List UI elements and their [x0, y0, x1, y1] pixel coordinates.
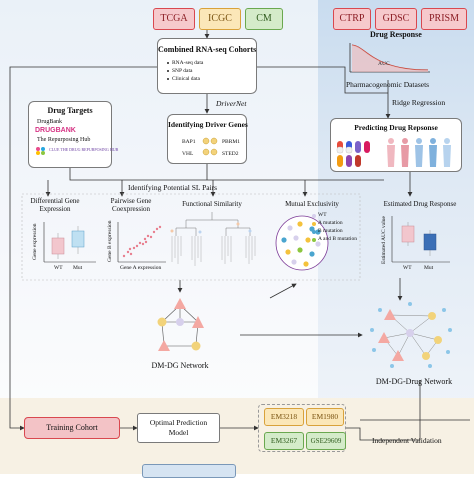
dge-mut-label: Mut: [73, 265, 83, 271]
em3267-tag: EM3267: [264, 432, 304, 450]
clue-logo-icon: [35, 146, 47, 156]
gene-pbrm1: PBRM1: [222, 139, 241, 145]
predicting-title: Predicting Drug Repsonse: [354, 123, 438, 132]
drugbank-text: DrugBank: [37, 119, 62, 125]
gdsc-tag: GDSC: [375, 8, 417, 30]
predicting-box: Predicting Drug Repsonse: [330, 118, 462, 172]
em3218-tag: EM3218: [264, 408, 304, 426]
estimated-wt-label: WT: [403, 265, 412, 271]
sl-pairs-label: Identifying Potential SL Pairs: [128, 183, 218, 192]
gene-sted2: STED2: [222, 151, 239, 157]
ctrp-tag: CTRP: [333, 8, 371, 30]
functional-similarity-title: Functional Similarity: [182, 200, 242, 208]
dm-dg-drug-network-label: DM-DG-Drug Network: [375, 377, 453, 386]
clue-text: CLUE THE DRUG REPURPOSING HUB: [49, 147, 119, 152]
cut-off-box: [142, 464, 236, 478]
optimal-model-line2: Model: [168, 428, 189, 437]
combined-title: Combined RNA-seq Cohorts: [158, 45, 257, 54]
estimated-mut-label: Mut: [424, 265, 434, 271]
combined-item-clinical: Clinical data: [172, 76, 200, 82]
driver-genes-box: Identifying Driver Genes BAP1 PBRM1 VHL …: [167, 114, 248, 164]
mutual-exclusivity-title: Mutual Exclusivity: [285, 200, 339, 208]
bullet-icon: [167, 70, 169, 72]
icgc-tag: ICGC: [199, 8, 241, 30]
validation-cohorts-frame: [258, 404, 346, 452]
mutex-legend-a: A mutation: [318, 220, 343, 226]
independent-validation-label: Independent Validation: [372, 436, 442, 445]
drug-targets-title: Drug Targets: [47, 106, 93, 115]
mutex-legend-wt: WT: [318, 212, 327, 218]
dge-wt-label: WT: [54, 265, 63, 271]
ridge-regression-label: Ridge Regression: [392, 98, 446, 107]
dge-title-line2: Expression: [39, 205, 71, 213]
tcga-tag: TCGA: [153, 8, 195, 30]
pills-and-people-icon: [335, 135, 457, 169]
estimated-response-title: Estimated Drug Response: [383, 200, 457, 208]
training-cohort-box: Training Cohort: [24, 417, 120, 439]
gse29609-tag: GSE29609: [306, 432, 346, 450]
cm-tag: CM: [245, 8, 283, 30]
pharmacogenomic-label: Pharmacogenomic Datasets: [346, 80, 430, 89]
repurposing-text: The Repurposing Hub: [37, 137, 91, 143]
bullet-icon: [167, 62, 169, 64]
drugbank-logo: DRUGBANK: [35, 127, 76, 134]
dm-dg-network-label: DM-DG Network: [151, 361, 209, 370]
combined-cohorts-box: Combined RNA-seq Cohorts RNA-seq data SN…: [157, 38, 257, 94]
prism-tag: PRISM: [421, 8, 467, 30]
training-cohort-label: Training Cohort: [46, 423, 98, 432]
drug-targets-box: Drug Targets DrugBank DRUGBANK The Repur…: [28, 101, 118, 168]
bullet-icon: [167, 78, 169, 80]
optimal-model-line1: Optimal Prediction: [149, 418, 208, 427]
drivernet-label: DriverNet: [216, 99, 247, 108]
optimal-model-box: Optimal Prediction Model: [137, 413, 220, 443]
driver-genes-title: Identifying Driver Genes: [168, 120, 248, 129]
drug-response-title: Drug Response: [370, 30, 422, 39]
mutex-legend-b: B mutation: [318, 228, 343, 234]
gene-bap1: BAP1: [182, 139, 196, 145]
combined-item-rnaseq: RNA-seq data: [172, 60, 204, 66]
coexp-title-line2: Coexpression: [111, 205, 151, 213]
mutex-legend-ab: A and B mutation: [318, 236, 357, 242]
coexp-title-line1: Pairwise Gene: [110, 197, 152, 205]
em1980-tag: EM1980: [306, 408, 344, 426]
gene-vhl: VHL: [182, 151, 194, 157]
dge-title-line1: Differential Gene: [30, 197, 80, 205]
combined-item-snp: SNP data: [172, 68, 193, 74]
auc-label: AUC: [378, 61, 390, 67]
gene-dots-icon: [202, 137, 218, 159]
coexp-xlabel: Gene A expression: [120, 265, 162, 271]
